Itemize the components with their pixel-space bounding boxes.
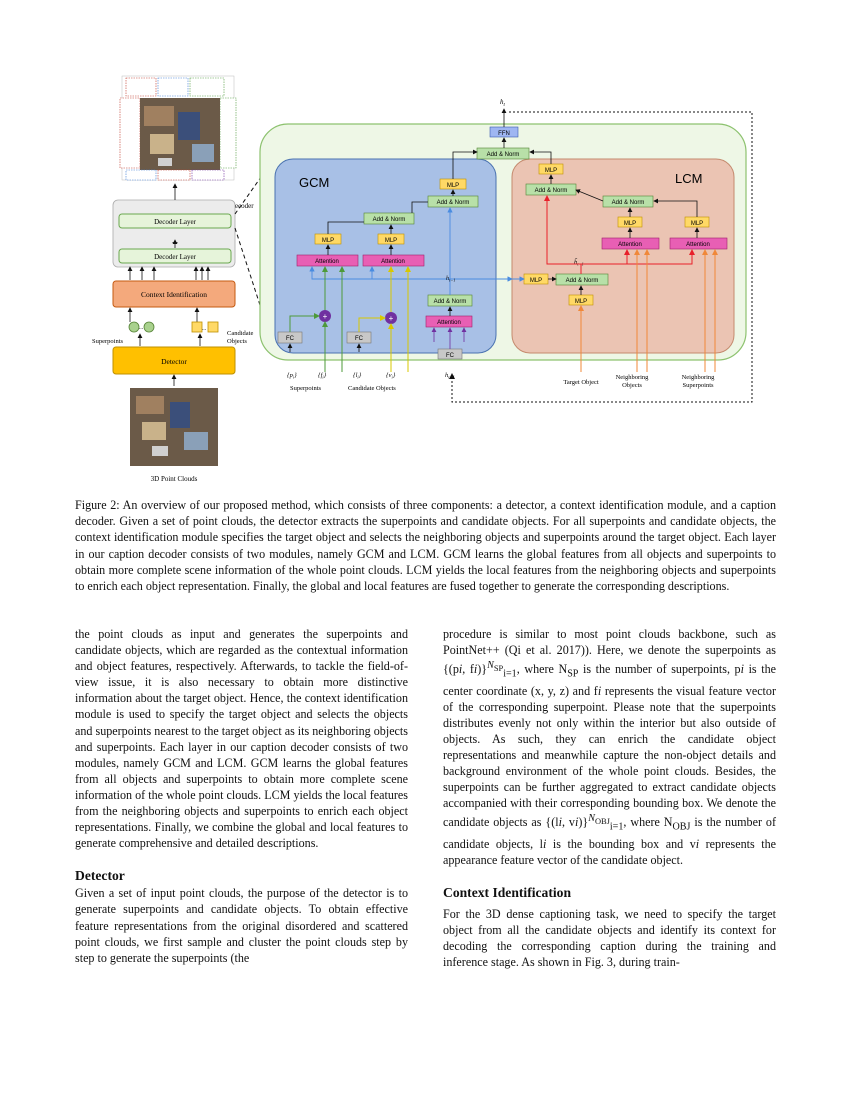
- svg-text:{vi}: {vi}: [386, 372, 396, 380]
- svg-text:{li}: {li}: [353, 372, 362, 380]
- lcm-label: LCM: [675, 171, 702, 186]
- paragraph: Given a set of input point clouds, the p…: [75, 886, 408, 965]
- method-overview-figure: Caption Decoder Decoder Layer ... Decode…: [92, 75, 753, 483]
- svg-text:Attention: Attention: [315, 259, 339, 265]
- left-column: the point clouds as input and generates …: [75, 626, 408, 966]
- section-heading-context-identification: Context Identification: [443, 885, 571, 901]
- svg-text:Candidate: Candidate: [227, 330, 253, 337]
- gcm-label: GCM: [299, 175, 329, 190]
- svg-text:Target Object: Target Object: [563, 379, 599, 386]
- svg-text:Objects: Objects: [622, 382, 642, 389]
- svg-text:Superpoints: Superpoints: [290, 385, 322, 392]
- svg-text:Neighboring: Neighboring: [616, 374, 650, 381]
- lcm-module: [511, 158, 735, 354]
- svg-text:ht−1: ht−1: [446, 276, 456, 283]
- svg-text:...: ...: [139, 325, 144, 331]
- superpoint-icon: [143, 321, 155, 333]
- superpoint-icon: [128, 321, 140, 333]
- svg-text:Add & Norm: Add & Norm: [487, 152, 520, 158]
- svg-text:Add & Norm: Add & Norm: [535, 188, 568, 194]
- svg-text:MLP: MLP: [624, 221, 636, 227]
- decoder-layer-top: [118, 213, 232, 229]
- detector-box: [112, 346, 236, 375]
- svg-text:MLP: MLP: [385, 238, 397, 244]
- svg-text:{pi}: {pi}: [287, 372, 297, 380]
- captioned-scene-image: [119, 75, 237, 181]
- svg-text:MLP: MLP: [322, 238, 334, 244]
- svg-text:MLP: MLP: [691, 221, 703, 227]
- svg-text:Add & Norm: Add & Norm: [373, 217, 406, 223]
- svg-text:Superpoints: Superpoints: [682, 382, 714, 389]
- svg-text:Attention: Attention: [686, 242, 710, 248]
- right-column: procedure is similar to most point cloud…: [443, 626, 776, 971]
- svg-text:Neighboring: Neighboring: [682, 374, 716, 381]
- svg-text:MLP: MLP: [530, 278, 542, 284]
- section-heading-detector: Detector: [75, 868, 125, 884]
- svg-text:ht−1: ht−1: [445, 372, 455, 380]
- svg-text:MLP: MLP: [575, 299, 587, 305]
- candidate-object-icon: [191, 321, 203, 333]
- svg-text:FC: FC: [355, 336, 364, 342]
- svg-text:FC: FC: [446, 353, 455, 359]
- figure-caption: Figure 2: An overview of our proposed me…: [75, 498, 776, 594]
- context-identification-box: [112, 280, 236, 308]
- svg-text:Objects: Objects: [227, 338, 247, 345]
- ht-output-label: ht: [500, 98, 506, 108]
- svg-text:Attention: Attention: [618, 242, 642, 248]
- svg-text:Add & Norm: Add & Norm: [437, 200, 470, 206]
- svg-text:Context Identification: Context Identification: [141, 290, 207, 299]
- svg-text:+: +: [389, 314, 394, 323]
- point-cloud-image: [130, 388, 218, 466]
- svg-text:Add & Norm: Add & Norm: [566, 278, 599, 284]
- svg-text:Detector: Detector: [161, 357, 187, 366]
- svg-text:Decoder Layer: Decoder Layer: [154, 218, 196, 226]
- paragraph: the point clouds as input and generates …: [75, 627, 408, 851]
- svg-text:MLP: MLP: [447, 183, 459, 189]
- svg-text:Candidate Objects: Candidate Objects: [348, 385, 396, 392]
- svg-text:Add & Norm: Add & Norm: [612, 200, 645, 206]
- svg-text:Decoder Layer: Decoder Layer: [154, 253, 196, 261]
- svg-text:FC: FC: [286, 336, 295, 342]
- svg-text:Add & Norm: Add & Norm: [434, 299, 467, 305]
- svg-text:Attention: Attention: [437, 320, 461, 326]
- svg-text:+: +: [323, 312, 328, 321]
- svg-text:...: ...: [202, 326, 207, 332]
- svg-text:FFN: FFN: [498, 131, 510, 137]
- paragraph: For the 3D dense captioning task, we nee…: [443, 907, 776, 970]
- svg-text:MLP: MLP: [545, 168, 557, 174]
- paragraph: procedure is similar to most point cloud…: [443, 627, 776, 868]
- decoder-layer-bottom: [118, 248, 232, 264]
- svg-text:3D Point Clouds: 3D Point Clouds: [151, 475, 198, 483]
- svg-text:Superpoints: Superpoints: [92, 338, 124, 345]
- candidate-object-icon: [207, 321, 219, 333]
- svg-text:{fi}: {fi}: [318, 372, 327, 380]
- svg-text:Attention: Attention: [381, 259, 405, 265]
